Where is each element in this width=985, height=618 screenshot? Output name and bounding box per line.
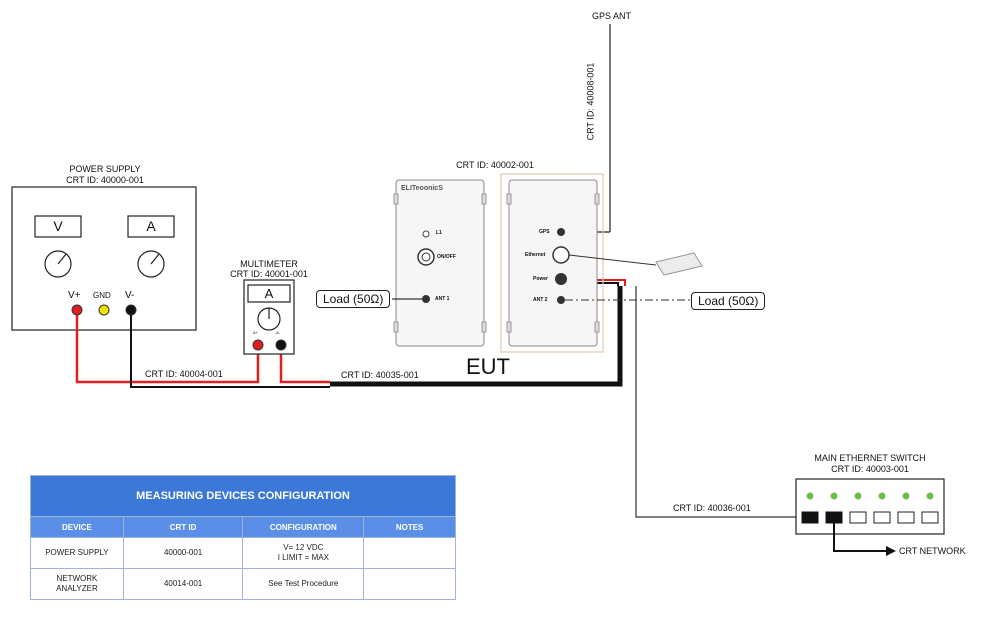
table-header-device: DEVICE	[30, 516, 124, 538]
ps-vplus-terminal	[71, 304, 83, 316]
ps-ammeter-label: A	[146, 218, 156, 234]
eut-ant1-label: ANT 1	[435, 296, 450, 302]
multimeter-port-plus	[252, 339, 264, 351]
row1-configuration: V= 12 VDC I LIMIT = MAX	[242, 537, 365, 569]
eut-gps-label: GPS	[539, 229, 550, 235]
gps-ant-label: GPS ANT	[592, 11, 632, 21]
eut-rear-panel	[508, 179, 598, 347]
eut-power-label: Power	[533, 276, 549, 282]
table-row: NETWORK ANALYZER 40014-001 See Test Proc…	[30, 568, 456, 600]
eut-ethernet-port	[552, 246, 570, 264]
ethernet-switch-box	[795, 478, 945, 535]
cable-40035-label: CRT ID: 40035-001	[341, 370, 419, 380]
eut-title: EUT	[466, 354, 510, 379]
ps-gnd-label: GND	[93, 291, 111, 300]
eut-front-panel	[395, 179, 485, 347]
switch-ports	[801, 511, 939, 524]
load-right: Load (50Ω)	[691, 292, 766, 310]
ps-vminus-terminal	[125, 304, 137, 316]
row2-notes	[363, 568, 456, 600]
table-title: MEASURING DEVICES CONFIGURATION	[30, 475, 456, 517]
black-wire-ps	[130, 315, 330, 388]
eut-l1-label: L1	[436, 230, 442, 236]
row2-device-line2: ANALYZER	[56, 584, 98, 593]
crt-network-arrow	[886, 546, 896, 556]
eut-ant1-port	[422, 295, 430, 303]
row2-configuration: See Test Procedure	[242, 568, 365, 600]
row1-config-line1: V= 12 VDC	[283, 543, 324, 552]
cable-40035	[330, 286, 623, 387]
eut-crt-id: CRT ID: 40002-001	[456, 160, 534, 170]
multimeter-port-plus-label: A+	[253, 330, 259, 335]
ps-vplus-label: V+	[68, 290, 81, 301]
switch-leds	[806, 492, 934, 500]
cable-40036-label: CRT ID: 40036-001	[673, 503, 751, 513]
measuring-devices-table: MEASURING DEVICES CONFIGURATION DEVICE C…	[30, 475, 456, 600]
ps-voltmeter	[34, 215, 82, 238]
ps-ammeter	[127, 215, 175, 238]
switch-title: MAIN ETHERNET SWITCH	[814, 453, 926, 463]
row2-crt-id: 40014-001	[122, 568, 244, 600]
cable-40036	[635, 286, 802, 518]
ps-vminus-label: V-	[125, 290, 135, 301]
multimeter-port-minus	[275, 339, 287, 351]
eut-brand-label: ELITeoonicS	[401, 185, 443, 192]
cable-40004-label: CRT ID: 40004-001	[145, 369, 223, 379]
red-wire-mm-eut	[279, 345, 330, 384]
eut-ant2-label: ANT 2	[533, 297, 548, 303]
row1-crt-id: 40000-001	[122, 537, 244, 569]
multimeter-crt-id: CRT ID: 40001-001	[230, 269, 308, 279]
crt-network-cable	[833, 523, 886, 552]
ps-gnd-terminal	[98, 304, 110, 316]
red-wire-ps-mm	[75, 315, 260, 384]
power-supply-title: POWER SUPPLY	[69, 164, 141, 174]
row1-notes	[363, 537, 456, 569]
multimeter-title: MULTIMETER	[240, 259, 298, 269]
table-row: POWER SUPPLY 40000-001 V= 12 VDC I LIMIT…	[30, 537, 456, 569]
row2-device-line1: NETWORK	[56, 574, 98, 583]
row1-config-line2: I LIMIT = MAX	[277, 553, 329, 562]
table-header-configuration: CONFIGURATION	[242, 516, 365, 538]
ethernet-short-cable	[568, 254, 657, 266]
eut-rear-highlight	[500, 173, 604, 353]
gps-cable-label: CRT ID: 40008-001	[585, 62, 596, 141]
eut-onoff-label: ON/OFF	[437, 254, 456, 260]
power-supply-crt-id: CRT ID: 40000-001	[66, 175, 144, 185]
ethernet-adapter	[655, 252, 703, 276]
multimeter-port-minus-label: A-	[276, 330, 280, 335]
row2-device: NETWORK ANALYZER	[30, 568, 124, 600]
table-header-crt-id: CRT ID	[122, 516, 244, 538]
table-header-notes: NOTES	[363, 516, 456, 538]
multimeter-display	[247, 284, 291, 303]
eut-ant2-port	[557, 296, 565, 304]
load-left: Load (50Ω)	[316, 290, 391, 308]
row1-device: POWER SUPPLY	[30, 537, 124, 569]
switch-crt-id: CRT ID: 40003-001	[831, 464, 909, 474]
eut-l1-led	[422, 230, 430, 238]
multimeter-display-label: A	[264, 286, 274, 301]
eut-power-port	[555, 273, 567, 285]
eut-gps-port	[557, 228, 565, 236]
eut-ethernet-label: Ethernet	[525, 252, 546, 258]
crt-network-label: CRT NETWORK	[899, 546, 966, 556]
ps-voltmeter-label: V	[53, 218, 63, 234]
